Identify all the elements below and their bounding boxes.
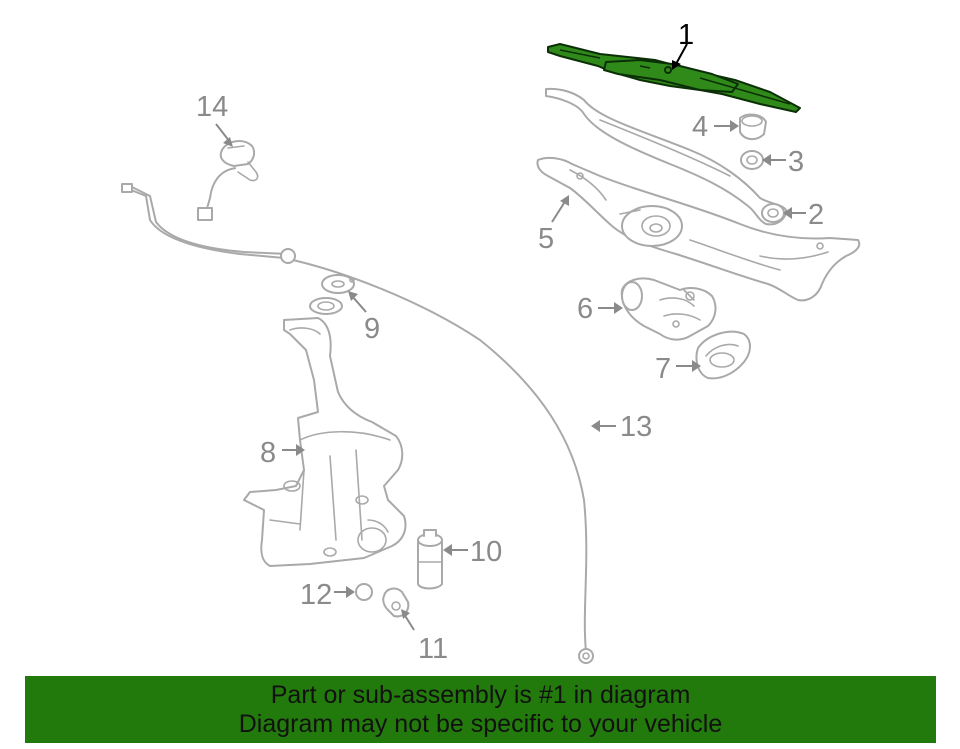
callout-3: 3 (788, 146, 804, 178)
info-banner: Part or sub-assembly is #1 in diagram Di… (25, 676, 936, 743)
callout-13: 13 (620, 411, 652, 443)
callout-11: 11 (418, 633, 448, 665)
banner-line-1: Part or sub-assembly is #1 in diagram (270, 681, 691, 709)
connector-part-11[interactable] (382, 587, 410, 618)
motor-grommet-part-7[interactable] (695, 330, 751, 380)
callout-4: 4 (692, 111, 708, 143)
pivot-cap-part-4[interactable] (739, 113, 767, 140)
washer-pump-part-10[interactable] (417, 529, 443, 590)
callout-14: 14 (196, 91, 228, 123)
callout-5: 5 (538, 223, 554, 255)
callout-6: 6 (577, 293, 593, 325)
washer-part-3[interactable] (740, 150, 764, 170)
callout-7: 7 (655, 353, 671, 385)
callout-12: 12 (300, 579, 332, 611)
reservoir-neck-opening (309, 297, 343, 315)
callout-2: 2 (808, 199, 824, 231)
wiper-arm-part-2[interactable] (545, 87, 787, 226)
reservoir-cap-part-9[interactable] (321, 274, 355, 294)
leader-lines (215, 43, 806, 631)
callout-8: 8 (260, 437, 276, 469)
callout-9: 9 (364, 313, 380, 345)
wiper-linkage-part-5[interactable] (536, 156, 861, 302)
callout-1: 1 (678, 19, 694, 51)
banner-line-2: Diagram may not be specific to your vehi… (238, 710, 723, 738)
wiper-motor-part-6[interactable] (620, 277, 717, 341)
wiper-blade-part-1[interactable] (547, 43, 801, 113)
washer-hose-part-13[interactable] (121, 183, 594, 664)
callout-10: 10 (470, 536, 502, 568)
grommet-part-12[interactable] (355, 583, 373, 601)
washer-nozzle-part-14[interactable] (197, 140, 259, 221)
washer-reservoir-part-8[interactable] (243, 317, 407, 567)
